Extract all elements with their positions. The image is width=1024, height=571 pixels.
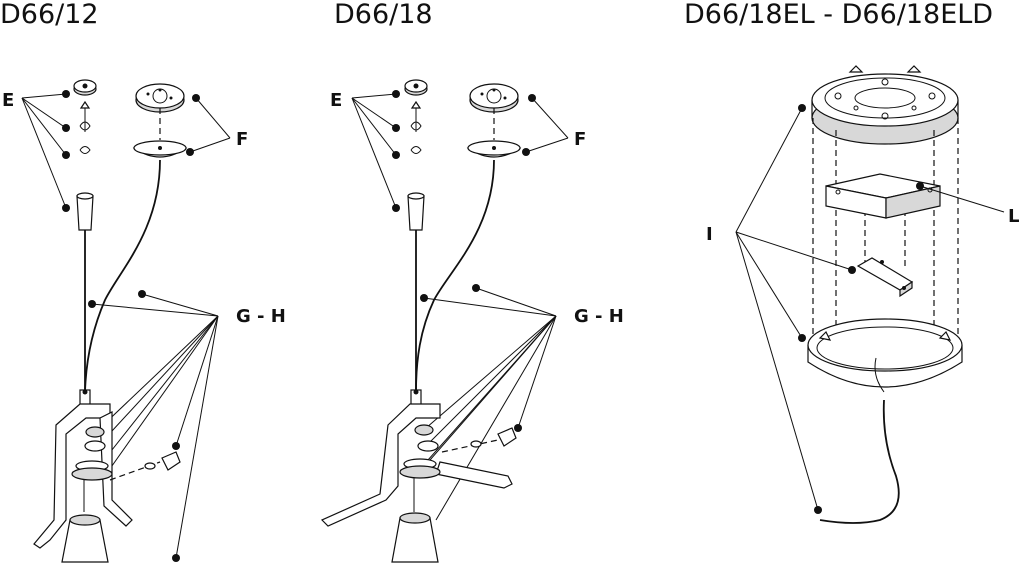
assembly-d66-12: E F <box>2 79 286 563</box>
title-d66-12: D66/12 <box>0 0 99 30</box>
label-f-left: F <box>236 129 248 150</box>
label-f-mid: F <box>574 129 586 150</box>
label-l: L <box>1008 206 1019 227</box>
label-e-left: E <box>2 90 14 111</box>
label-gh-left: G - H <box>236 306 286 327</box>
label-gh-mid: G - H <box>574 306 624 327</box>
leader-lines-i <box>735 104 856 514</box>
label-i: I <box>706 224 713 245</box>
driver-box <box>825 173 941 219</box>
lamp-body-mid <box>320 389 517 563</box>
title-d66-18: D66/18 <box>334 0 433 30</box>
assembly-d66-18el: I L <box>706 65 1019 524</box>
leader-lines-gh-left <box>88 290 219 562</box>
leader-lines-e-mid <box>351 90 400 212</box>
canopy-plate-left <box>135 83 185 113</box>
mount-bracket <box>856 257 914 298</box>
assembly-d66-18: E F <box>320 79 624 563</box>
label-e-mid: E <box>330 90 342 111</box>
leader-lines-e <box>21 90 70 212</box>
title-d66-18el: D66/18EL - D66/18ELD <box>684 0 993 30</box>
top-housing <box>811 65 959 145</box>
leader-lines-gh-mid <box>411 284 557 521</box>
lamp-body-left <box>33 389 181 563</box>
canopy-plate-mid <box>469 83 519 113</box>
bottom-ring <box>807 318 963 393</box>
